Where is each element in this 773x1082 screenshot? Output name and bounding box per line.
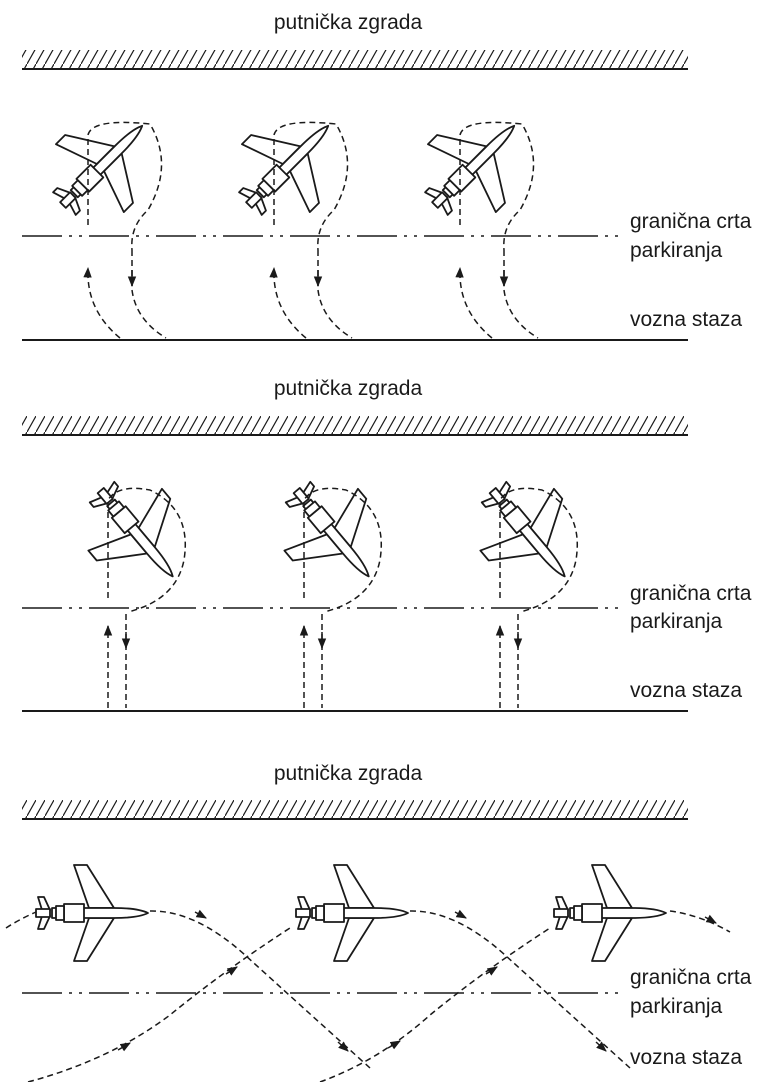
- parking-boundary-label-line2: parkiranja: [630, 995, 723, 1018]
- taxi-path: [5, 910, 731, 1082]
- aircraft-icon: [259, 458, 407, 609]
- terminal-building-hatch: [22, 800, 688, 818]
- direction-arrow: [117, 909, 717, 1052]
- terminal-building-label: putnička zgrada: [274, 377, 423, 400]
- stand-group: [455, 458, 603, 708]
- aircraft-icon: [28, 90, 178, 240]
- taxi-path: [87, 121, 163, 251]
- parking-boundary-label-line1: granična crta: [630, 966, 752, 989]
- aircraft-icon: [35, 864, 149, 962]
- entry-arrow: [269, 266, 307, 339]
- terminal-building-hatch: [22, 50, 688, 68]
- taxiway-label: vozna staza: [630, 1046, 742, 1069]
- aircraft-icon: [214, 90, 364, 240]
- exit-arrow: [131, 250, 167, 339]
- terminal-building-hatch: [22, 416, 688, 434]
- aircraft-icon: [553, 864, 667, 962]
- parking-boundary-label-line1: granična crta: [630, 210, 752, 233]
- taxi-path: [459, 121, 535, 251]
- entry-arrow: [455, 266, 493, 339]
- panel-nose-in-parking: putnička zgrada granična crta park: [22, 11, 752, 341]
- stand-group: [259, 458, 407, 708]
- taxi-path: [273, 121, 349, 251]
- entry-arrow: [83, 266, 121, 339]
- parking-boundary-label-line2: parkiranja: [630, 239, 723, 262]
- exit-arrow: [317, 250, 353, 339]
- terminal-building-label: putnička zgrada: [274, 11, 423, 34]
- aircraft-icon: [400, 90, 550, 240]
- stand-group: [63, 458, 211, 708]
- aircraft-icon: [63, 458, 211, 609]
- stand-group: [400, 90, 550, 339]
- terminal-building-label: putnička zgrada: [274, 762, 423, 785]
- exit-arrow: [503, 250, 539, 339]
- aircraft-icon: [455, 458, 603, 609]
- stand-group: [214, 90, 364, 339]
- aircraft-icon: [295, 864, 409, 962]
- taxiway-label: vozna staza: [630, 308, 742, 331]
- stand-group: [28, 90, 178, 339]
- parking-boundary-label-line1: granična crta: [630, 582, 752, 605]
- taxiway-label: vozna staza: [630, 679, 742, 702]
- panel-parallel-parking: putnička zgrada granična crta par: [5, 762, 752, 1082]
- parking-boundary-label-line2: parkiranja: [630, 610, 723, 633]
- panel-angled-parking: putnička zgrada granična crta park: [22, 377, 752, 712]
